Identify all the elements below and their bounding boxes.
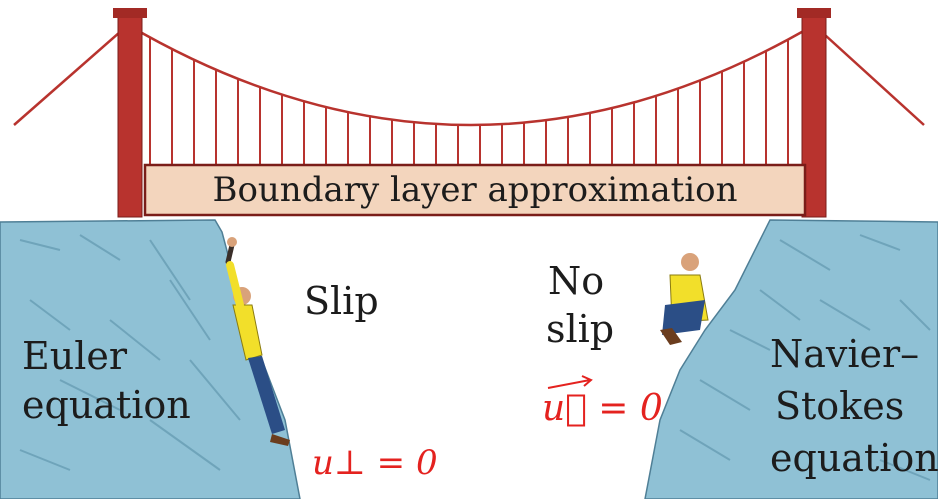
navier-stokes-label-line1: Navier– [770,332,920,376]
deck-label: Boundary layer approximation [212,170,738,210]
navier-stokes-label-line2: Stokes [775,384,905,428]
no-slip-condition-note: u⃗ = 0 [542,388,663,429]
slip-condition-note: u⊥ = 0 [312,443,438,483]
right-cliff [644,219,938,499]
climber-right [660,253,709,345]
suspension-cables [13,23,925,127]
bridge-deck [143,163,807,217]
no-slip-label-line1: No [548,259,605,303]
slip-label: Slip [304,279,379,323]
left-tower [113,8,147,218]
hangers [149,37,789,166]
no-slip-label-line2: slip [546,307,615,351]
vector-arrow-mark [547,375,593,389]
euler-label-line2: equation [22,383,191,427]
climber-left [225,237,290,446]
euler-label-line1: Euler [22,334,128,378]
right-tower [797,8,831,218]
navier-stokes-label-line3: equation [770,436,938,480]
